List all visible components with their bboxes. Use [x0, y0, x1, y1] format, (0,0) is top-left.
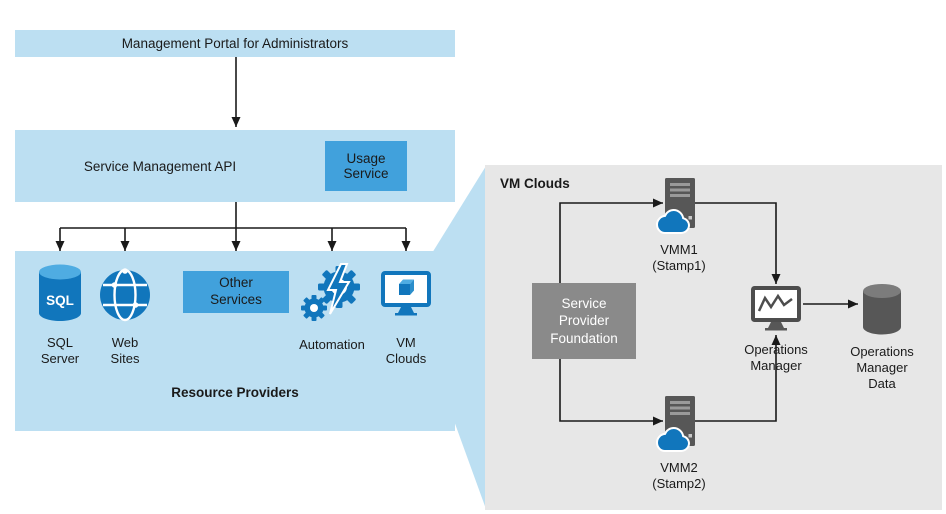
- usage-service-label: Usage Service: [343, 151, 389, 181]
- vm-clouds-icon: [381, 271, 431, 316]
- operations-manager-data-label: Operations Manager Data: [850, 344, 914, 391]
- automation-icon: [301, 263, 360, 321]
- automation-label: Automation: [299, 337, 365, 352]
- vmm2-label: VMM2 (Stamp2): [652, 460, 706, 491]
- operations-manager-data-icon: [863, 284, 901, 335]
- resource-providers-title: Resource Providers: [171, 385, 299, 400]
- service-provider-foundation-label: Service Provider Foundation: [550, 295, 618, 346]
- vm-clouds-panel-title: VM Clouds: [500, 176, 570, 191]
- operations-manager-label: Operations Manager: [744, 342, 808, 373]
- sql-server-label: SQL Server: [40, 335, 80, 366]
- sql-icon-text: SQL: [46, 293, 74, 308]
- web-sites-icon: [100, 268, 150, 322]
- vmm2-server-icon: [655, 396, 695, 452]
- other-services-box: Other Services: [183, 271, 289, 313]
- service-provider-foundation-box: Service Provider Foundation: [532, 283, 636, 359]
- operations-manager-icon: [751, 286, 801, 331]
- vmm1-label: VMM1 (Stamp1): [652, 242, 706, 273]
- sql-server-icon: SQL: [39, 264, 81, 321]
- management-portal-box: Management Portal for Administrators: [15, 30, 455, 57]
- vm-clouds-provider-label: VM Clouds: [385, 335, 427, 366]
- web-sites-label: Web Sites: [110, 335, 140, 366]
- vmm1-server-icon: [655, 178, 695, 234]
- resource-providers-box: SQL SQL Server Web Sites Other Services: [15, 251, 455, 431]
- service-management-api-box: Service Management API Usage Service: [15, 130, 455, 202]
- usage-service-box: Usage Service: [325, 141, 407, 191]
- other-services-label: Other Services: [210, 275, 262, 307]
- service-management-api-label: Service Management API: [83, 158, 237, 174]
- api-distribution-line: [60, 202, 406, 229]
- management-portal-label: Management Portal for Administrators: [121, 36, 349, 51]
